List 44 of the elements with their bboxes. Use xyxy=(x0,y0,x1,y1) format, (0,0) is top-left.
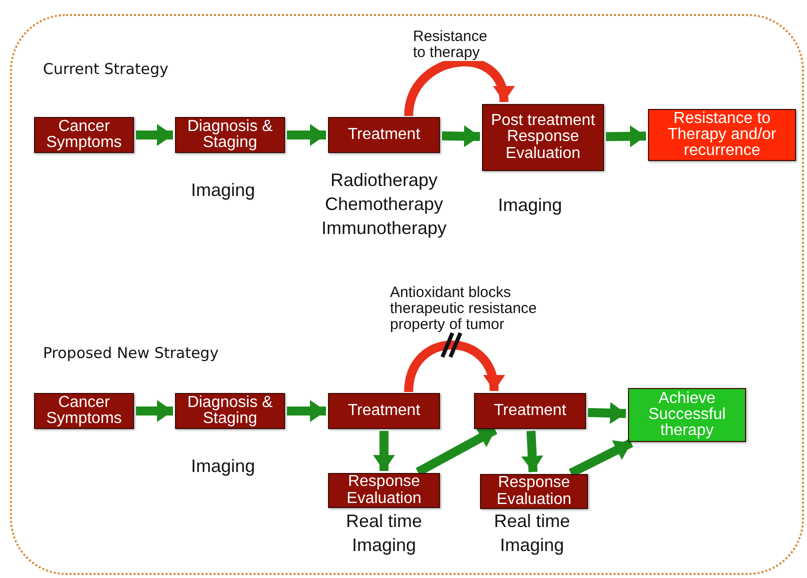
process-box xyxy=(328,473,440,508)
process-box xyxy=(480,474,588,509)
box-text: Treatment xyxy=(494,402,566,420)
arrow xyxy=(287,124,326,146)
process-box xyxy=(34,393,134,429)
section-heading: Current Strategy xyxy=(43,60,168,78)
note-text: Imaging xyxy=(496,194,564,217)
process-box xyxy=(175,117,285,153)
arrow xyxy=(136,124,173,146)
process-box xyxy=(34,117,134,153)
note-text: Radiotherapy xyxy=(329,169,439,192)
arrow xyxy=(136,400,173,422)
process-box xyxy=(474,393,586,429)
box-text: Resistance to Therapy and/or recurrence xyxy=(666,110,778,160)
arrow xyxy=(287,400,326,422)
note-text: Imaging xyxy=(190,455,256,478)
box-text: Diagnosis & Staging xyxy=(186,118,274,152)
arrow xyxy=(373,431,395,471)
process-box xyxy=(628,388,746,442)
box-text: Achieve Successful therapy xyxy=(647,390,727,440)
process-box xyxy=(648,109,796,161)
note-text: Immunotherapy xyxy=(320,217,448,240)
note-text: Chemotherapy xyxy=(324,193,444,216)
arrow xyxy=(442,125,480,148)
box-text: Cancer Symptoms xyxy=(45,118,123,152)
process-box xyxy=(328,393,440,429)
process-box xyxy=(482,104,604,171)
box-text: Response Evaluation xyxy=(496,475,572,508)
arrow xyxy=(588,402,626,424)
arrow xyxy=(521,430,544,472)
box-text: Treatment xyxy=(348,402,420,420)
section-heading: Proposed New Strategy xyxy=(43,344,219,362)
process-box xyxy=(175,393,285,429)
note-text: Real time Imaging xyxy=(492,510,572,557)
box-text: Treatment xyxy=(348,126,420,144)
arrow xyxy=(606,125,646,148)
box-text: Response Evaluation xyxy=(346,474,422,507)
curved-arrow xyxy=(404,340,504,393)
process-box xyxy=(328,117,440,153)
box-text: Cancer Symptoms xyxy=(45,394,123,428)
note-text: Real time Imaging xyxy=(344,510,424,557)
box-text: Post treatment Response Evaluation xyxy=(490,113,596,162)
box-text: Diagnosis & Staging xyxy=(186,394,274,428)
note-text: Imaging xyxy=(190,179,256,202)
